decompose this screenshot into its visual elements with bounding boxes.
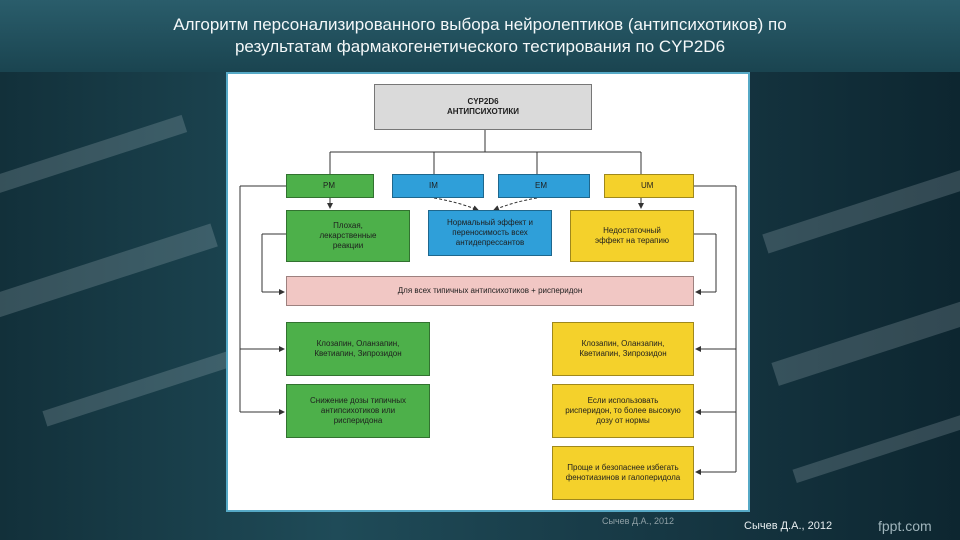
title-bar <box>0 0 960 72</box>
right-recommendation-drugs: Клозапин, Оланзапин, Кветиапин, Зипрозид… <box>552 322 694 376</box>
cyp2d6-antipsychotics-box: CYP2D6 АНТИПСИХОТИКИ <box>374 84 592 130</box>
effect-normal-box: Нормальный эффект и переносимость всех а… <box>428 210 552 256</box>
effect-poor-box: Плохая, лекарственные реакции <box>286 210 410 262</box>
phenotype-im: IM <box>392 174 484 198</box>
slide-title-line2: результатам фармакогенетического тестиро… <box>234 37 726 56</box>
effect-insufficient-box: Недостаточный эффект на терапию <box>570 210 694 262</box>
slide-title-line1: Алгоритм персонализированного выбора ней… <box>173 15 787 34</box>
left-recommendation-drugs: Клозапин, Оланзапин, Кветиапин, Зипрозид… <box>286 322 430 376</box>
top-box-line2: АНТИПСИХОТИКИ <box>446 107 520 116</box>
all-typical-antipsychotics-bar: Для всех типичных антипсихотиков + риспе… <box>286 276 694 306</box>
top-box-line1: CYP2D6 <box>467 97 499 106</box>
fppt-logo: fppt.com <box>878 518 932 534</box>
phenotype-pm: PM <box>286 174 374 198</box>
author-credit: Сычев Д.А., 2012 <box>744 520 833 532</box>
phenotype-um: UM <box>604 174 694 198</box>
diagram-panel: CYP2D6 АНТИПСИХОТИКИ PM IM EM UM Плохая,… <box>226 72 750 512</box>
phenotype-em: EM <box>498 174 590 198</box>
connector-lines <box>239 130 737 475</box>
left-recommendation-dose: Снижение дозы типичных антипсихотиков ил… <box>286 384 430 438</box>
right-recommendation-avoid: Проще и безопаснее избегать фенотиазинов… <box>552 446 694 500</box>
inner-credit: Сычев Д.А., 2012 <box>602 516 675 526</box>
right-recommendation-risperidone: Если использовать рисперидон, то более в… <box>552 384 694 438</box>
slide-title: Алгоритм персонализированного выбора ней… <box>100 14 860 58</box>
